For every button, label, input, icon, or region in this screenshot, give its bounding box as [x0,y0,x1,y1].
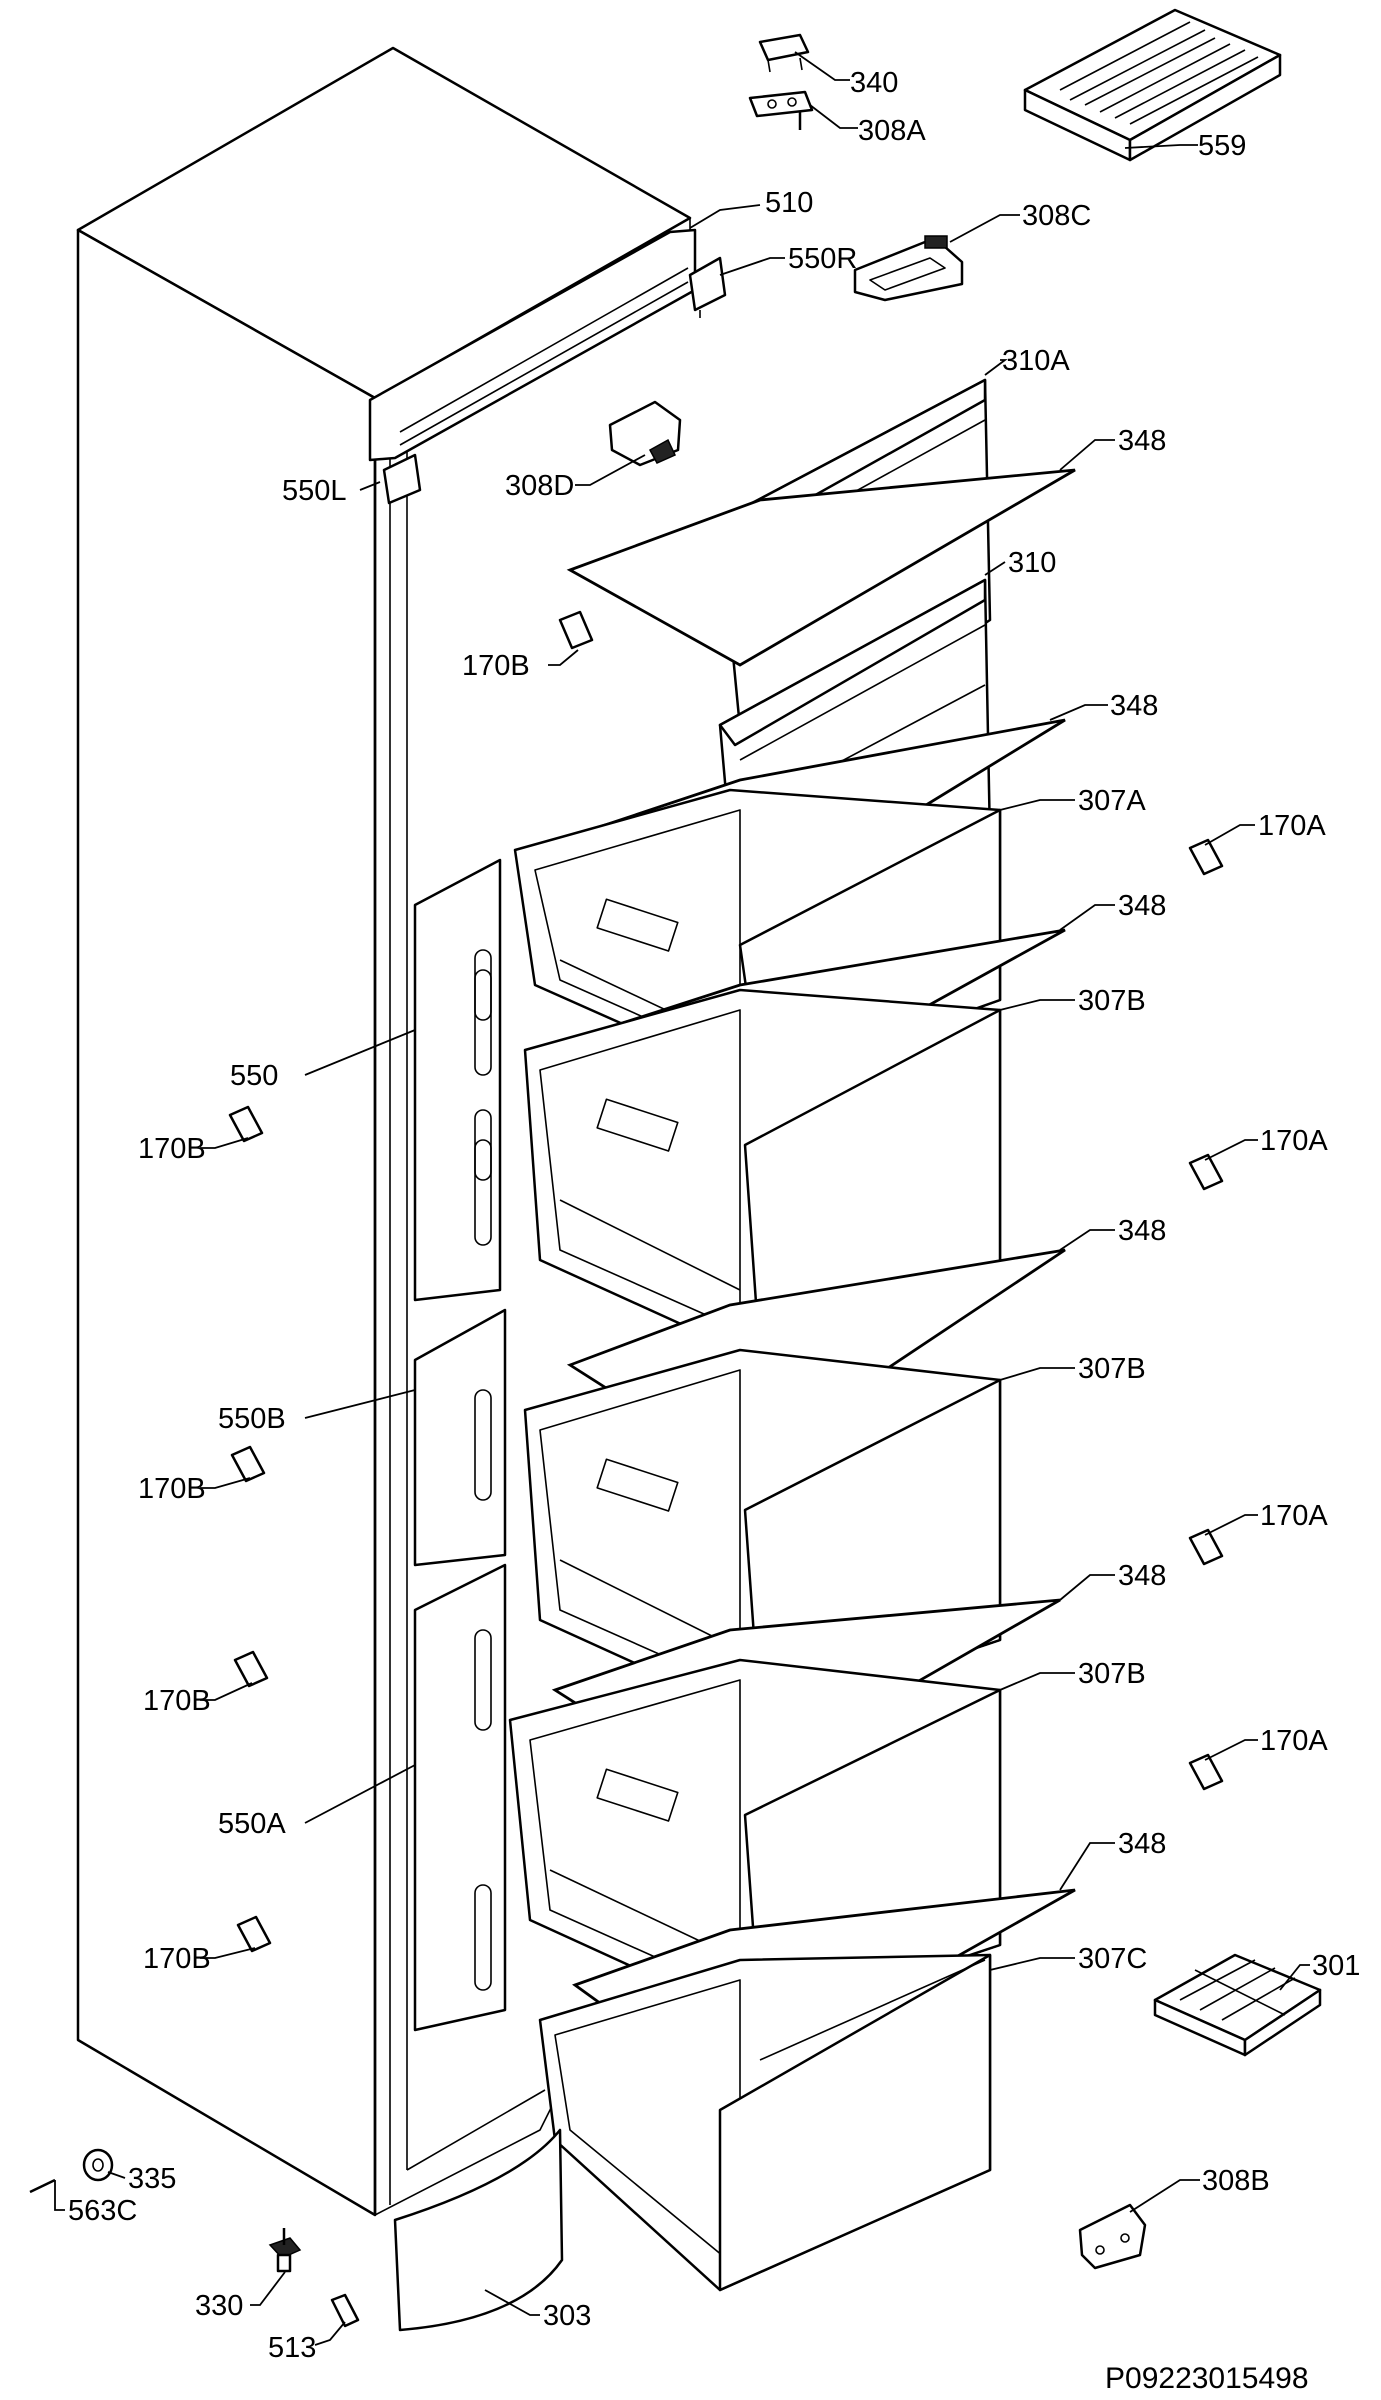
callout-170a-4: 170A [1260,1725,1328,1757]
callout-307c: 307C [1078,1943,1147,1975]
callout-170b-5: 170B [143,1943,211,1975]
callout-559: 559 [1198,130,1246,162]
callout-308a: 308A [858,115,926,147]
callouts: 340 308A 559 510 308C 550R 310A 348 308D… [68,67,1360,2364]
part-330-leveling-foot [268,2228,302,2273]
glass-shelf-348-1 [566,468,1076,667]
callout-563c: 563C [68,2195,137,2227]
part-308b-hinge [1078,2203,1147,2270]
drawing-code: P09223015498 [1105,2362,1309,2395]
callout-348-1: 348 [1118,425,1166,457]
callout-348-2: 348 [1110,690,1158,722]
callout-170a-3: 170A [1260,1500,1328,1532]
callout-550r: 550R [788,243,857,275]
callout-307a: 307A [1078,785,1146,817]
callout-335: 335 [128,2163,176,2195]
callout-348-4: 348 [1118,1215,1166,1247]
callout-550l: 550L [282,475,347,507]
part-563c-pin [29,2178,56,2194]
part-559-ice-tray-cover [1023,8,1282,162]
callout-310: 310 [1008,547,1056,579]
callout-550a: 550A [218,1808,286,1840]
part-513-clip [330,2293,360,2328]
callout-330: 330 [195,2290,243,2322]
callout-510: 510 [765,187,813,219]
callout-513: 513 [268,2332,316,2364]
callout-348-6: 348 [1118,1828,1166,1860]
part-550r-bracket [688,256,727,318]
callout-348-3: 348 [1118,890,1166,922]
part-308c-hinge [853,235,964,302]
part-308a-hinge [748,90,814,130]
door-rail-550a [413,1563,507,2032]
callout-310a: 310A [1002,345,1070,377]
callout-303: 303 [543,2300,591,2332]
callout-170b-4: 170B [143,1685,211,1717]
callout-170a-1: 170A [1258,810,1326,842]
leader-lines [54,51,1310,2346]
cabinet-body [76,46,697,2217]
callout-307b-2: 307B [1078,1353,1146,1385]
rail-clips [228,610,1224,1953]
callout-340: 340 [850,67,898,99]
part-335-foot [82,2148,114,2182]
drawer-307c [538,1953,992,2292]
callout-308b: 308B [1202,2165,1270,2197]
callout-170b-3: 170B [138,1473,206,1505]
callout-348-5: 348 [1118,1560,1166,1592]
callout-170a-2: 170A [1260,1125,1328,1157]
callout-301: 301 [1312,1950,1360,1982]
callout-170b-2: 170B [138,1133,206,1165]
part-308d-hinge [608,400,682,467]
callout-308d: 308D [505,470,574,502]
part-303-bottom-trim [393,2128,564,2332]
callout-170b-1: 170B [462,650,530,682]
callout-307b-3: 307B [1078,1658,1146,1690]
door-rail-550b [413,1308,507,1567]
callout-550: 550 [230,1060,278,1092]
door-rail-550 [413,858,502,1302]
callout-308c: 308C [1022,200,1091,232]
part-340-hinge-cap [758,33,810,73]
callout-550b: 550B [218,1403,286,1435]
callout-307b-1: 307B [1078,985,1146,1017]
part-301-ice-tray [1153,1953,1322,2057]
